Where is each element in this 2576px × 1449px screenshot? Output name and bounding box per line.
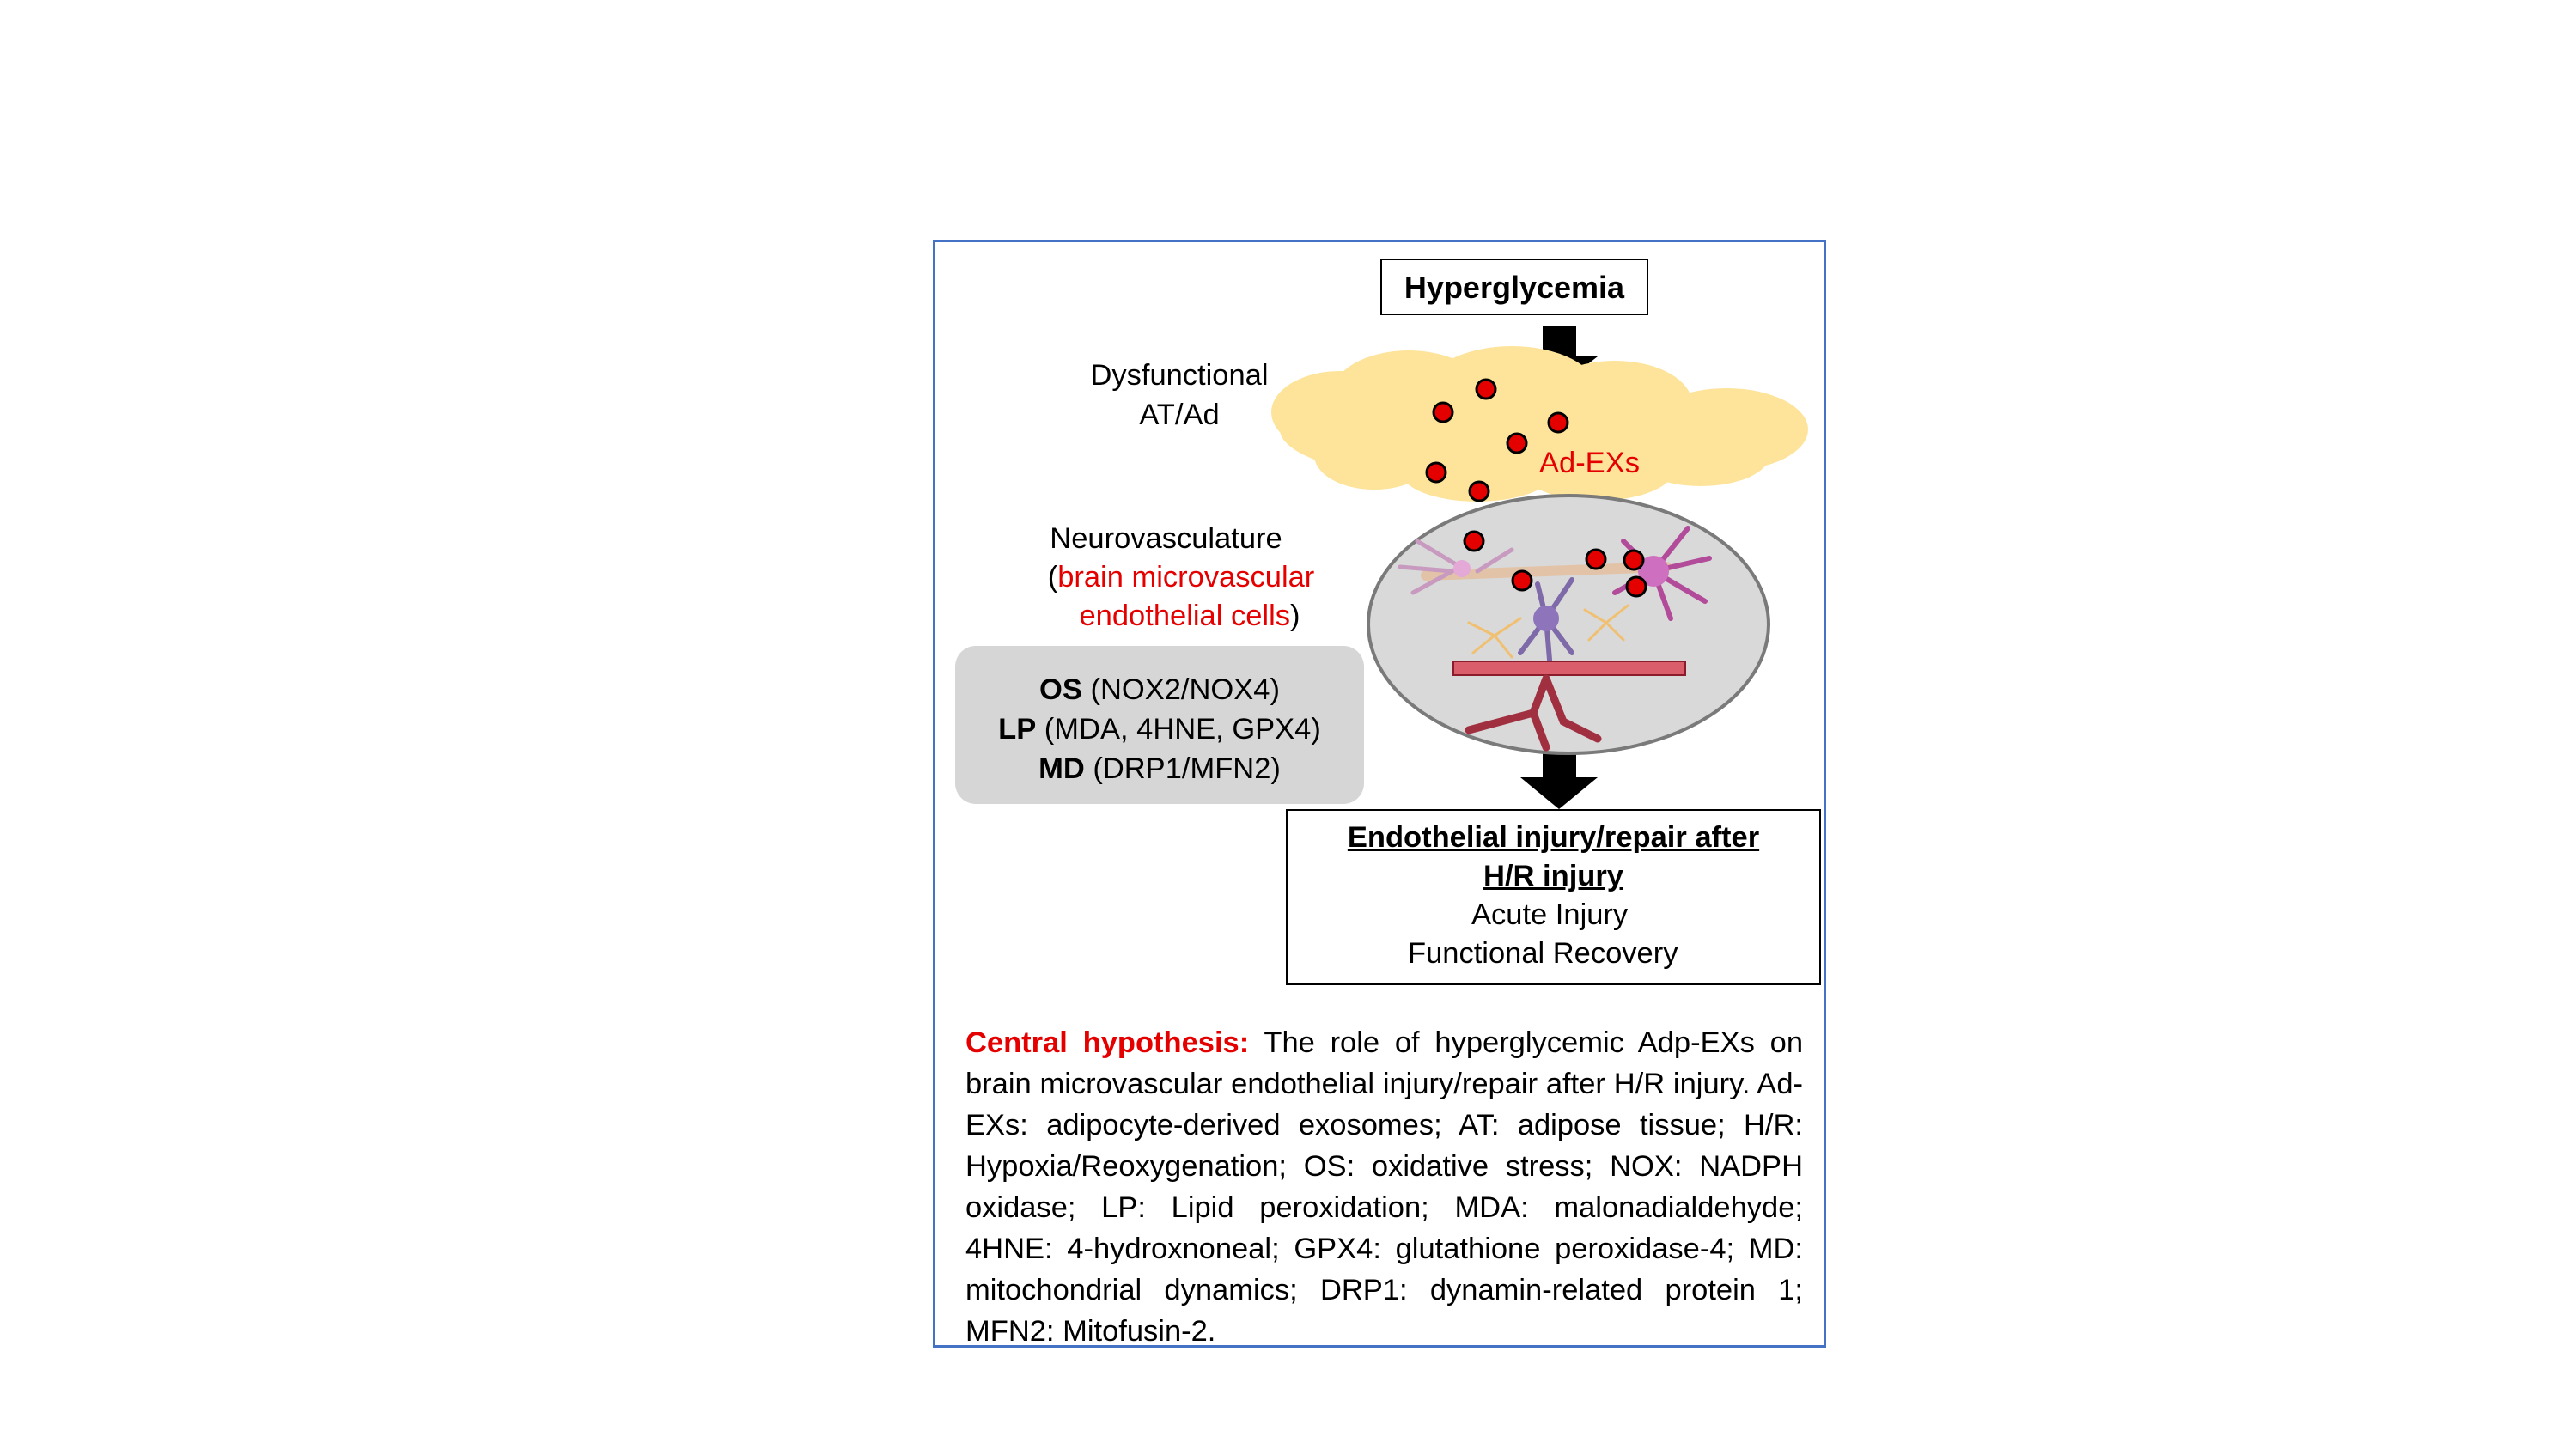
arrow-down-middle <box>1520 749 1598 809</box>
mechanism-os: OS (NOX2/NOX4) <box>955 673 1364 707</box>
outcome-box: Endothelial injury/repair after H/R inju… <box>1286 809 1821 985</box>
outcome-acute-injury: Acute Injury <box>1471 898 1629 931</box>
mechanism-lp: LP (MDA, 4HNE, GPX4) <box>955 713 1364 746</box>
exosome-particle <box>1463 530 1485 552</box>
neuro-label-close: ) <box>1290 600 1300 632</box>
central-hypothesis: Central hypothesis: The role of hypergly… <box>965 1022 1803 1352</box>
exosome-particle <box>1511 569 1533 592</box>
adipose-tissue-cloud <box>1271 346 1808 502</box>
hypothesis-text: The role of hyperglycemic Adp-EXs on bra… <box>965 1026 1804 1348</box>
exosome-particle <box>1425 461 1447 484</box>
outcome-functional-recovery: Functional Recovery <box>1408 937 1678 970</box>
neuro-label-open: ( <box>1047 561 1058 594</box>
neuro-label-line2: (brain microvascular <box>1026 561 1336 594</box>
mechanism-lp-detail: (MDA, 4HNE, GPX4) <box>1036 713 1321 746</box>
neuro-label-red2: endothelial cells <box>1079 600 1291 632</box>
figure-frame <box>933 240 1826 1348</box>
hyperglycemia-label: Hyperglycemia <box>1404 270 1625 305</box>
outcome-title-line2: H/R injury <box>1483 860 1623 892</box>
exosome-particle <box>1623 549 1645 571</box>
exosome-particle <box>1475 378 1497 400</box>
exosome-particle <box>1432 401 1454 423</box>
mechanism-md: MD (DRP1/MFN2) <box>955 752 1364 786</box>
exosome-particle <box>1468 480 1490 502</box>
exosome-particle <box>1547 411 1569 434</box>
neuro-label-line3: endothelial cells) <box>1048 600 1331 633</box>
mechanism-os-detail: (NOX2/NOX4) <box>1081 673 1280 706</box>
mechanism-lp-abbr: LP <box>998 713 1037 746</box>
adipose-label-line1: Dysfunctional <box>1090 359 1269 392</box>
hypothesis-label: Central hypothesis: <box>965 1026 1250 1059</box>
mechanisms-box: OS (NOX2/NOX4) LP (MDA, 4HNE, GPX4) MD (… <box>955 646 1364 804</box>
exosome-particle <box>1506 432 1528 454</box>
neurovascular-cells-illustration <box>1398 526 1712 752</box>
mechanism-md-abbr: MD <box>1038 752 1085 785</box>
exosome-particle <box>1585 548 1607 570</box>
exosome-label: Ad-EXs <box>1539 447 1640 479</box>
exosome-particles <box>1425 378 1647 598</box>
outcome-title-line1: Endothelial injury/repair after <box>1347 821 1760 854</box>
mechanism-os-abbr: OS <box>1039 673 1082 706</box>
exosome-particle <box>1625 575 1647 598</box>
mechanism-md-detail: (DRP1/MFN2) <box>1084 752 1281 785</box>
neurovasculature-ellipse <box>1367 494 1770 755</box>
hyperglycemia-box: Hyperglycemia <box>1380 259 1648 315</box>
adipose-label-line2: AT/Ad <box>1139 399 1220 431</box>
neuro-label-red1: brain microvascular <box>1057 561 1315 594</box>
neuro-label-line1: Neurovasculature <box>1050 522 1282 555</box>
